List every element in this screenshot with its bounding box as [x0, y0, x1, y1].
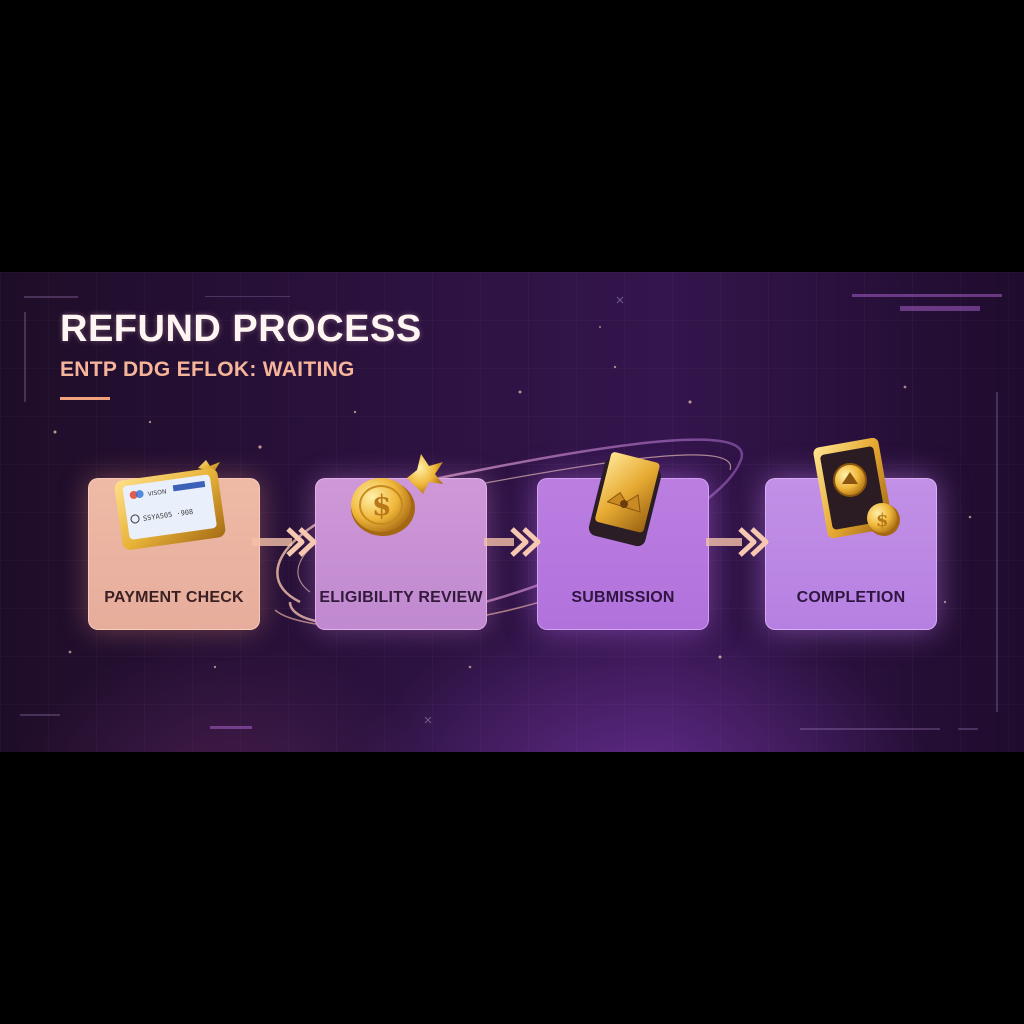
step-label: ELIGIBILITY REVIEW [319, 589, 483, 606]
step-label: PAYMENT CHECK [104, 589, 244, 606]
title-underline [60, 397, 110, 400]
step-label: SUBMISSION [571, 589, 675, 606]
step-label: COMPLETION [796, 589, 906, 606]
cash-and-coin-icon: $ [813, 437, 900, 539]
arrow-right-icon [484, 527, 541, 557]
gold-ticket-icon [588, 452, 662, 547]
svg-text:$: $ [876, 510, 889, 531]
dollar-coin-icon: $ [351, 454, 443, 536]
hud-line [958, 728, 978, 730]
hud-line [800, 728, 940, 730]
arrow-right-icon [252, 527, 317, 557]
credit-card-icon: VISON SSYA505 ·908 [114, 460, 226, 550]
hud-line [20, 714, 60, 716]
hud-line [996, 392, 998, 712]
svg-text:$: $ [372, 489, 391, 522]
hud-line [24, 296, 78, 298]
svg-text:VISON: VISON [147, 488, 167, 498]
hud-line [852, 294, 1002, 297]
hud-line [210, 726, 252, 729]
refund-process-banner: REFUND PROCESS ENTP DDG EFLOK: WAITING [0, 272, 1024, 752]
page-title: REFUND PROCESS [60, 308, 422, 350]
hud-line [205, 296, 290, 297]
arrow-right-icon [706, 527, 769, 557]
hud-line [24, 312, 26, 402]
hud-line [900, 306, 980, 311]
status-subtitle: ENTP DDG EFLOK: WAITING [60, 358, 355, 381]
